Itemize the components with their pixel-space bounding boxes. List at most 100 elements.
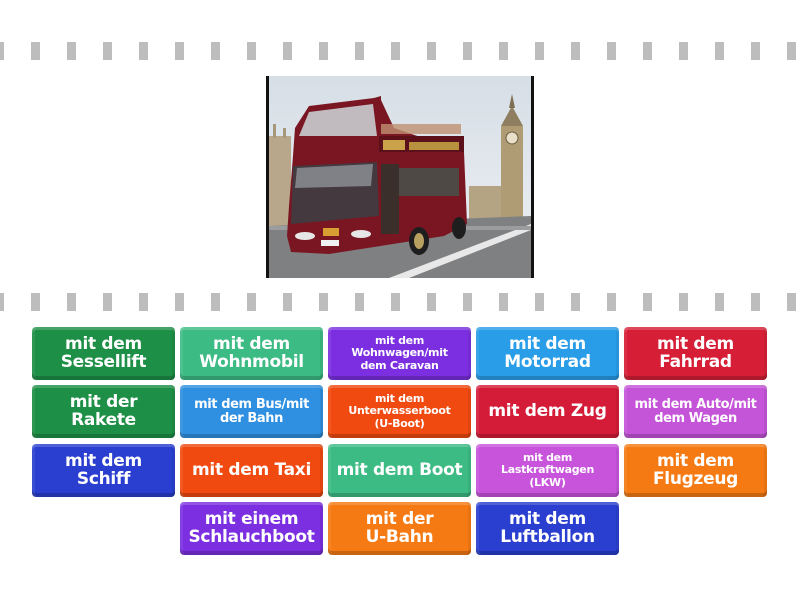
- tile-label-line: mit dem: [65, 450, 142, 471]
- divider-dash: [715, 293, 724, 311]
- tile-label-line: mit der: [69, 391, 138, 412]
- divider-dash: [103, 42, 112, 60]
- divider-dash: [355, 42, 364, 60]
- divider-dash: [715, 42, 724, 60]
- divider-dash: [499, 293, 508, 311]
- divider-dash: [103, 293, 112, 311]
- answer-tile[interactable]: mit dem Zug: [476, 385, 619, 438]
- divider-dash: [427, 293, 436, 311]
- tile-label-line: Unterwasserboot: [348, 404, 451, 418]
- drop-zone-bottom-divider: [0, 293, 800, 311]
- divider-dash: [139, 42, 148, 60]
- divider-dash: [175, 42, 184, 60]
- divider-dash: [283, 293, 292, 311]
- divider-dash: [139, 293, 148, 311]
- divider-dash: [535, 293, 544, 311]
- tile-label-line: mit dem Bus/mit: [194, 396, 309, 412]
- divider-dash: [67, 42, 76, 60]
- divider-dash: [211, 293, 220, 311]
- tile-label-line: mit dem Auto/mit: [634, 396, 757, 412]
- tile-label-line: dem Caravan: [360, 358, 439, 372]
- tile-label-line: Lastkraftwagen: [501, 463, 594, 477]
- divider-dash: [607, 42, 616, 60]
- divider-dash: [607, 293, 616, 311]
- divider-dash: [0, 42, 4, 60]
- divider-dash: [751, 293, 760, 311]
- photo-bus-icon: [269, 76, 531, 278]
- tile-label-line: mit dem: [213, 333, 290, 354]
- tile-label-line: (LKW): [529, 475, 566, 489]
- tile-label-line: Schlauchboot: [188, 526, 315, 547]
- drop-zone-top-divider: [0, 42, 800, 60]
- divider-dash: [0, 293, 4, 311]
- tile-label-line: Wohnmobil: [199, 351, 304, 372]
- tile-label-line: mit dem: [509, 333, 586, 354]
- tile-label-line: mit dem: [522, 450, 573, 464]
- tile-label-line: mit dem: [657, 450, 734, 471]
- divider-dash: [247, 42, 256, 60]
- divider-dash: [679, 42, 688, 60]
- tile-label-line: dem Wagen: [654, 410, 737, 426]
- divider-dash: [283, 42, 292, 60]
- tile-label-line: mit dem: [657, 333, 734, 354]
- tile-label-line: mit dem: [374, 333, 424, 347]
- divider-dash: [319, 42, 328, 60]
- divider-dash: [787, 293, 796, 311]
- tile-label-line: Fahrrad: [659, 351, 732, 372]
- divider-dash: [643, 293, 652, 311]
- tile-label-line: mit einem: [204, 508, 299, 529]
- divider-dash: [31, 293, 40, 311]
- divider-dash: [391, 42, 400, 60]
- divider-dash: [67, 293, 76, 311]
- tile-label-line: mit der: [365, 508, 434, 529]
- divider-dash: [463, 42, 472, 60]
- divider-dash: [175, 293, 184, 311]
- tile-label-line: mit dem Boot: [336, 459, 463, 480]
- answer-tile[interactable]: mit dem Boot: [328, 444, 471, 497]
- tile-label-line: mit dem: [374, 391, 425, 405]
- tile-label-line: mit dem: [509, 508, 586, 529]
- divider-dash: [751, 42, 760, 60]
- divider-dash: [211, 42, 220, 60]
- divider-dash: [571, 42, 580, 60]
- answer-tile[interactable]: mit dem Taxi: [180, 444, 323, 497]
- divider-dash: [427, 42, 436, 60]
- divider-dash: [787, 42, 796, 60]
- divider-dash: [391, 293, 400, 311]
- answer-tile-label: mit dem Boot: [336, 459, 463, 480]
- tile-label-line: der Bahn: [219, 410, 284, 426]
- answer-tile-label: mit dem Taxi: [192, 461, 311, 480]
- divider-dash: [319, 293, 328, 311]
- tile-label-line: Flugzeug: [652, 468, 738, 489]
- divider-dash: [643, 42, 652, 60]
- divider-dash: [679, 293, 688, 311]
- divider-dash: [499, 42, 508, 60]
- question-image: [266, 76, 534, 278]
- divider-dash: [463, 293, 472, 311]
